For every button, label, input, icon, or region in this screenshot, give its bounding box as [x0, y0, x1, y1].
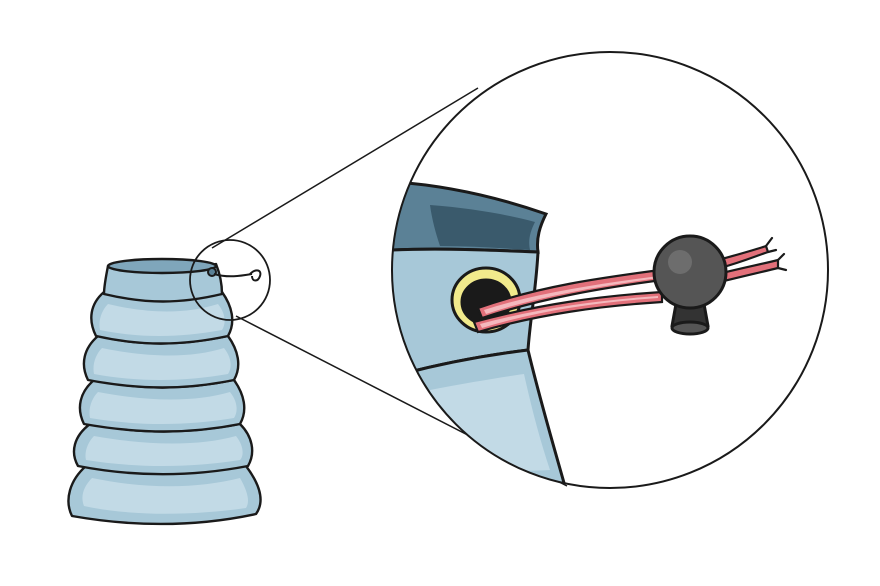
- small-cord-icon: [207, 267, 262, 282]
- small-magnifier-circle: [189, 239, 271, 321]
- cord-stopper-icon: [652, 234, 728, 336]
- lantern-shade-icon: [67, 257, 262, 526]
- zoom-detail-group: [391, 51, 829, 489]
- zoom-circle-outline: [391, 51, 829, 489]
- cord-icon: [472, 236, 788, 334]
- shade-top-opening: [106, 257, 218, 275]
